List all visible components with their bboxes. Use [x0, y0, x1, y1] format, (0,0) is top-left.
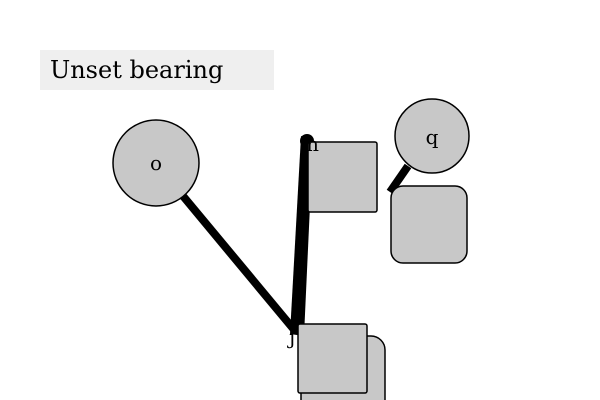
node-j[interactable]: j — [287, 323, 368, 394]
node-o-label: o — [150, 151, 162, 175]
node-j-shape — [297, 323, 368, 394]
node-q-label: q — [426, 125, 439, 149]
node-j-label: j — [287, 325, 295, 349]
node-r[interactable] — [390, 185, 468, 264]
node-o-shape — [112, 119, 200, 207]
node-m-label: m — [300, 132, 319, 156]
unset-bearing-button[interactable]: Unset bearing — [40, 50, 274, 90]
edge-q-r — [386, 163, 412, 195]
node-m[interactable]: m — [300, 132, 378, 213]
edge-o-j — [179, 193, 300, 335]
node-m-shape — [307, 141, 378, 213]
node-o[interactable]: o — [112, 119, 200, 207]
node-r-shape — [390, 185, 468, 264]
node-q-shape — [394, 98, 470, 174]
node-q[interactable]: q — [394, 98, 470, 174]
